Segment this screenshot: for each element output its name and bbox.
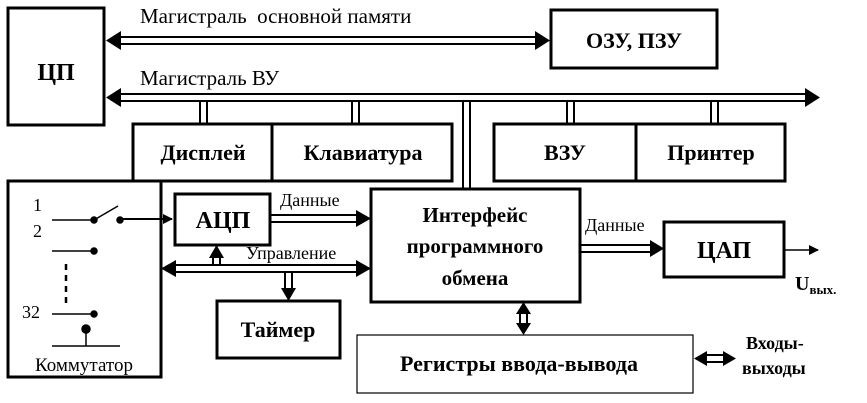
- control-bus: [161, 245, 371, 301]
- printer-block: [634, 122, 787, 183]
- keyboard-block: [270, 122, 454, 183]
- u-out-label: Uвых.: [795, 273, 836, 297]
- adc-data-label: Данные: [280, 190, 340, 210]
- cpu-block: [6, 6, 106, 127]
- dac-data-label: Данные: [585, 215, 645, 235]
- ext-storage-block: [492, 122, 638, 183]
- timer-block: [215, 299, 342, 360]
- peripheral-bus-label: Магистраль ВУ: [140, 66, 279, 90]
- ram-rom-label: ОЗУ, ПЗУ: [586, 28, 682, 53]
- io-registers-label: Регистры ввода-вывода: [400, 351, 638, 376]
- interface-label-1: Интерфейс: [422, 203, 527, 227]
- main-memory-bus: [106, 31, 550, 50]
- adc-label: АЦП: [196, 208, 251, 234]
- io-label-1: Входы-: [746, 333, 804, 353]
- interface-label-2: программного: [407, 234, 544, 258]
- cpu-label: ЦП: [37, 60, 75, 86]
- ext-storage-label: ВЗУ: [544, 140, 586, 165]
- u-out-sub: вых.: [809, 282, 836, 297]
- adc-block: [173, 192, 272, 247]
- display-block: [131, 122, 274, 183]
- timer-label: Таймер: [241, 317, 316, 342]
- io-label-2: выходы: [742, 358, 806, 378]
- display-label: Дисплей: [160, 140, 245, 165]
- interface-label-3: обмена: [442, 266, 509, 290]
- switch-channel-1: 1: [33, 195, 42, 215]
- bus-taps: [199, 101, 719, 189]
- interface-block: [369, 187, 582, 304]
- u-out-main: U: [795, 273, 809, 295]
- dac-label: ЦАП: [697, 238, 751, 264]
- switch-label: Коммутатор: [35, 355, 133, 376]
- ram-rom-block: [549, 8, 719, 70]
- printer-label: Принтер: [667, 140, 755, 165]
- keyboard-label: Клавиатура: [303, 140, 422, 165]
- control-label: Управление: [246, 243, 336, 263]
- dac-data-bus: [580, 240, 664, 257]
- switch-internals: [52, 205, 124, 347]
- switch-channel-32: 32: [22, 302, 40, 322]
- io-external-link: [694, 351, 736, 366]
- interface-registers-link: [516, 302, 531, 335]
- switch-channel-2: 2: [33, 221, 42, 241]
- io-registers-block: [356, 334, 694, 394]
- main-memory-bus-label: Магистраль основной памяти: [140, 4, 411, 28]
- adc-data-bus: [270, 210, 371, 227]
- switch-block: [6, 179, 163, 379]
- dac-block: [662, 220, 786, 279]
